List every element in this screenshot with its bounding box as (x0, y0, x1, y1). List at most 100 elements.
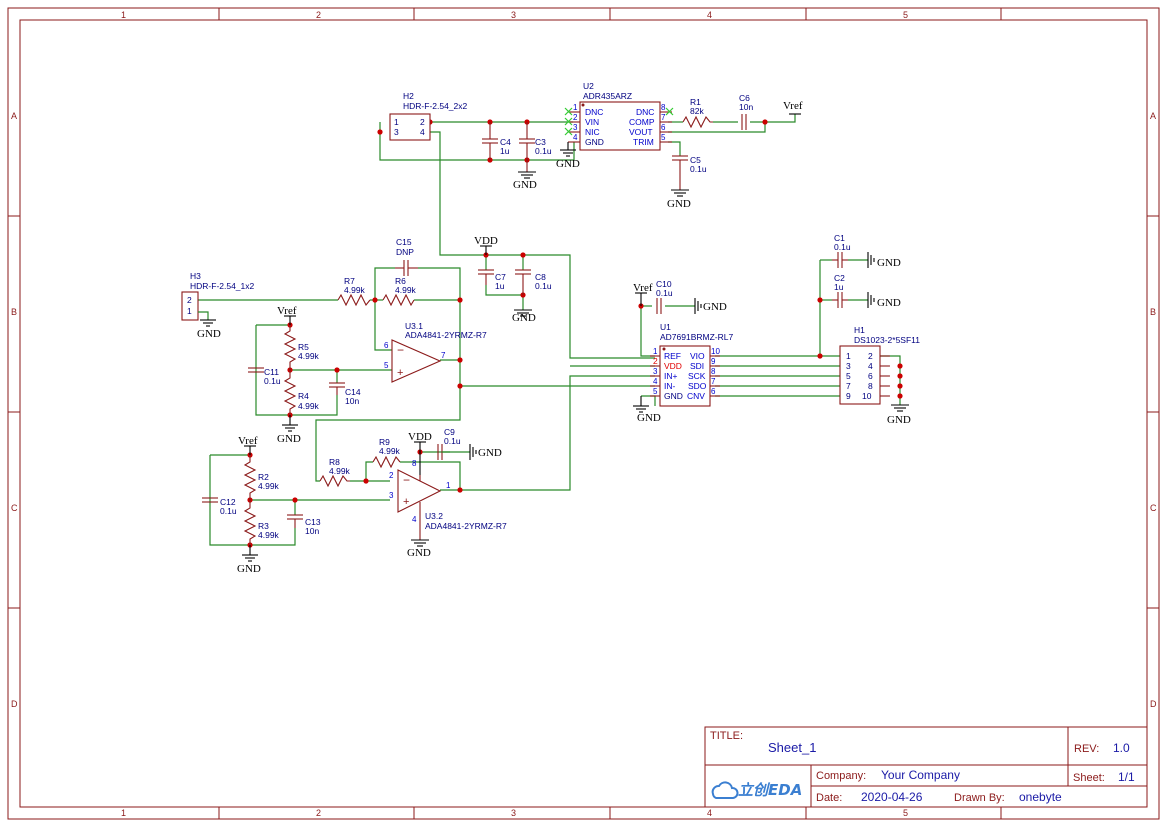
c11-value: 0.1u (264, 376, 281, 386)
gnd-symbol-r4: GND (277, 415, 301, 445)
r3-resistor[interactable]: R3 4.99k (243, 500, 280, 545)
u1-pin-sck: SCK (688, 371, 706, 381)
c13-value: 10n (305, 526, 319, 536)
c14-value: 10n (345, 396, 359, 406)
gnd-label-h3: GND (197, 328, 221, 340)
col-label-bottom-3: 3 (511, 808, 516, 818)
h1-connector[interactable]: H1 DS1023-2*5SF11 1 3 5 7 9 2 4 6 8 10 (839, 325, 920, 405)
r5-value: 4.99k (298, 351, 320, 361)
c3-capacitor[interactable]: C3 0.1u (519, 122, 552, 172)
c6-ref: C6 (739, 93, 750, 103)
c10-capacitor[interactable]: C10 0.1u (656, 279, 673, 314)
r4-value: 4.99k (298, 401, 320, 411)
u1-pin-vio: VIO (690, 351, 705, 361)
r6-value: 4.99k (395, 285, 417, 295)
u3-2-pin-1: 1 (446, 481, 451, 490)
no-connect-markers (564, 107, 674, 136)
u2-pin-nic: NIC (585, 127, 600, 137)
r5-resistor[interactable]: R5 4.99k (283, 325, 320, 370)
u2-num-5: 5 (661, 133, 666, 142)
sheet-value: 1/1 (1118, 770, 1135, 784)
u1-num-1: 1 (653, 347, 658, 356)
gnd-label-u1: GND (637, 412, 661, 424)
col-label-top-5: 5 (903, 10, 908, 20)
r2-resistor[interactable]: R2 4.99k (243, 455, 280, 500)
u2-num-7: 7 (661, 113, 666, 122)
gnd-label-h1: GND (887, 414, 911, 426)
u3-2-opamp[interactable]: − + U3.2 ADA4841-2YRMZ-R7 2 3 1 8 4 (389, 459, 507, 540)
u1-adc[interactable]: U1 AD7691BRMZ-RL7 REF VDD IN+ IN- GND VI… (650, 322, 733, 407)
u1-pin-sdi: SDI (690, 361, 704, 371)
r9-resistor[interactable]: R9 4.99k (372, 437, 401, 469)
h2-header[interactable]: H2 HDR-F-2.54_2x2 1 2 3 4 (389, 91, 468, 141)
c5-capacitor[interactable]: C5 0.1u (672, 155, 707, 190)
row-label-left-d: D (11, 699, 18, 709)
c4-value: 1u (500, 146, 510, 156)
vdd-symbol-u3-2: VDD (408, 431, 432, 475)
gnd-symbol-c9: GND (469, 444, 502, 460)
drawn-by-label: Drawn By: (954, 792, 1005, 804)
gnd-symbol-u2: GND (556, 142, 580, 170)
u1-num-9: 9 (711, 357, 716, 366)
svg-text:−: − (397, 343, 404, 357)
title-block: TITLE: Sheet_1 REV: 1.0 Company: Your Co… (704, 726, 1148, 808)
col-label-top-4: 4 (707, 10, 712, 20)
vref-label-bottom: Vref (238, 435, 258, 447)
c8-capacitor[interactable]: C8 0.1u (515, 269, 552, 295)
u3-1-pin-7: 7 (441, 351, 446, 360)
c1-capacitor[interactable]: C1 0.1u (832, 233, 851, 268)
h1-pin-7: 7 (846, 381, 851, 391)
gnd-symbol-c8: GND (512, 309, 536, 324)
vref-label-top: Vref (783, 100, 803, 112)
u1-num-4: 4 (653, 377, 658, 386)
c7-ref: C7 (495, 272, 506, 282)
r2-value: 4.99k (258, 481, 280, 491)
col-label-top-2: 2 (316, 10, 321, 20)
sheet-label: Sheet: (1073, 772, 1105, 784)
u3-1-opamp[interactable]: − + U3.1 ADA4841-2YRMZ-R7 6 5 7 (384, 321, 487, 383)
col-label-bottom-5: 5 (903, 808, 908, 818)
col-label-bottom-4: 4 (707, 808, 712, 818)
u1-pin-in-minus: IN- (664, 381, 676, 391)
r7-value: 4.99k (344, 285, 366, 295)
c9-capacitor[interactable]: C9 0.1u (437, 427, 470, 460)
vref-label-u1: Vref (633, 282, 653, 294)
sheet-frame: 1 2 3 4 5 1 2 3 4 5 A B C D A B C D (7, 7, 1160, 820)
u1-num-2: 2 (653, 356, 658, 366)
r4-resistor[interactable]: R4 4.99k (283, 370, 320, 415)
c6-capacitor[interactable]: C6 10n (739, 93, 753, 130)
r6-resistor[interactable]: R6 4.99k (382, 276, 417, 307)
gnd-label-c8: GND (512, 312, 536, 324)
r1-resistor[interactable]: R1 82k (682, 97, 713, 129)
c12-capacitor[interactable]: C12 0.1u (202, 497, 237, 516)
u2-voltage-reference[interactable]: DNC VIN NIC GND DNC COMP VOUT TRIM 1 2 3… (564, 101, 674, 151)
col-label-top-3: 3 (511, 10, 516, 20)
u2-pin-vin: VIN (585, 117, 599, 127)
c14-capacitor[interactable]: C14 10n (329, 382, 361, 406)
c15-capacitor[interactable]: C15 DNP (395, 237, 418, 276)
c2-capacitor[interactable]: C2 1u (832, 273, 848, 308)
vdd-label-u3-2: VDD (408, 431, 432, 443)
u2-pin-comp: COMP (629, 117, 655, 127)
r7-resistor[interactable]: R7 4.99k (337, 276, 371, 307)
gnd-symbol-h1: GND (887, 404, 911, 426)
c8-value: 0.1u (535, 281, 552, 291)
vdd-symbol-top: VDD (474, 235, 498, 255)
h1-ref: H1 (854, 325, 865, 335)
col-label-top-1: 1 (121, 10, 126, 20)
h2-value: HDR-F-2.54_2x2 (403, 101, 468, 111)
col-label-bottom-1: 1 (121, 808, 126, 818)
r8-resistor[interactable]: R8 4.99k (319, 457, 351, 488)
r6-ref: R6 (395, 276, 406, 286)
title-value: Sheet_1 (768, 740, 816, 755)
h1-pin-6: 6 (868, 371, 873, 381)
u2-num-3: 3 (573, 123, 578, 132)
c7-capacitor[interactable]: C7 1u (478, 269, 506, 291)
c4-capacitor[interactable]: C4 1u (482, 122, 511, 160)
h3-header[interactable]: H3 HDR-F-2.54_1x2 2 1 (181, 271, 255, 321)
c5-ref: C5 (690, 155, 701, 165)
c11-capacitor[interactable]: C11 0.1u (248, 367, 281, 386)
c3-value: 0.1u (535, 146, 552, 156)
c13-capacitor[interactable]: C13 10n (287, 514, 321, 536)
row-label-right-a: A (1150, 111, 1156, 121)
